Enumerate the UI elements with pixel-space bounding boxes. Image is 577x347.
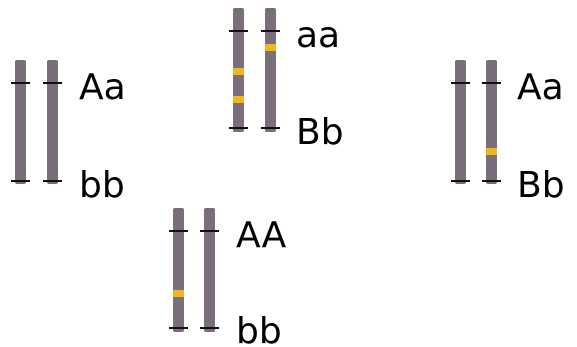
chromosome-pair-2: aa Bb <box>229 8 344 153</box>
chromosome-left <box>15 60 26 184</box>
gene-label-top: Aa <box>517 67 564 108</box>
chromosome-pair-3: Aa Bb <box>451 60 565 206</box>
gene-label-bottom: bb <box>79 165 125 206</box>
gene-label-bottom: Bb <box>296 112 344 153</box>
chromosome-left <box>455 60 466 184</box>
gene-label-bottom: bb <box>236 311 282 347</box>
chromosome-right <box>47 60 58 184</box>
gene-label-bottom: Bb <box>517 165 565 206</box>
gene-label-top: Aa <box>79 67 126 108</box>
chromosome-pair-1: Aa bb <box>11 60 126 206</box>
allele-band <box>265 44 276 51</box>
allele-band <box>233 96 244 103</box>
chromosome-right <box>486 60 497 184</box>
chromosome-pair-4: AA bb <box>169 208 287 347</box>
allele-band <box>173 290 184 297</box>
allele-band <box>486 148 497 155</box>
chromosome-left <box>173 208 184 332</box>
allele-band <box>233 68 244 75</box>
chromosome-right <box>265 8 276 132</box>
gene-label-top: aa <box>296 15 340 56</box>
chromosome-right <box>204 208 215 332</box>
gene-label-top: AA <box>236 215 287 256</box>
